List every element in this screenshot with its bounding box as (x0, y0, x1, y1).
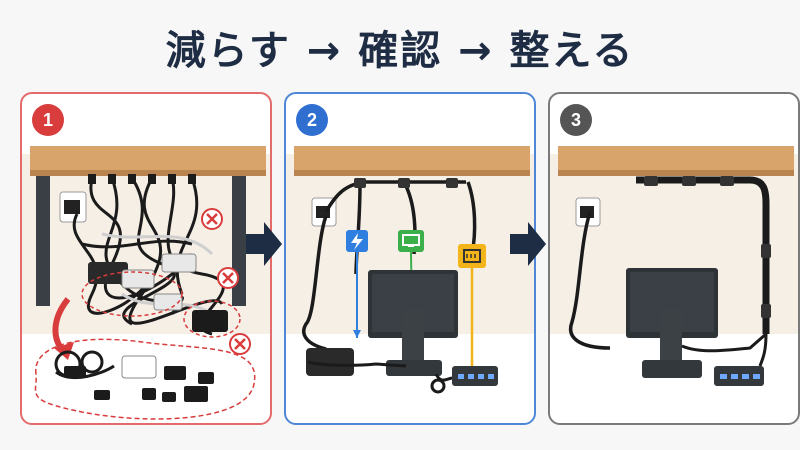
x-mark-icon (201, 208, 223, 230)
step-1-illustration (22, 146, 270, 420)
power-brick (192, 310, 228, 332)
step-2-panel: 2 (284, 92, 536, 425)
step-3-panel: 3 (548, 92, 800, 425)
x-mark-icon (217, 267, 239, 289)
monitor (368, 270, 458, 376)
adapter (161, 253, 197, 273)
removed-items (34, 338, 256, 420)
usb-hub (452, 366, 498, 386)
desk-top (30, 146, 266, 174)
ethernet-icon (458, 244, 486, 268)
step-3-illustration (550, 146, 798, 386)
monitor (626, 268, 718, 378)
desk-top (294, 146, 530, 174)
next-step-arrow-icon (510, 222, 546, 266)
usb-hub (714, 366, 764, 386)
x-mark-icon (229, 333, 251, 355)
step-1-badge: 1 (32, 104, 64, 136)
next-step-arrow-icon (246, 222, 282, 266)
step-3-badge: 3 (560, 104, 592, 136)
step-2-badge: 2 (296, 104, 328, 136)
cable-raceway (636, 176, 771, 334)
power-brick (306, 348, 354, 376)
monitor-icon (398, 230, 424, 252)
lightning-icon (346, 230, 368, 252)
desk-leg (36, 176, 50, 306)
step-2-illustration (286, 146, 534, 394)
desk-top (558, 146, 794, 174)
adapter (121, 269, 155, 289)
step-1-panel: 1 (20, 92, 272, 425)
page-title: 減らす → 確認 → 整える (165, 28, 635, 74)
